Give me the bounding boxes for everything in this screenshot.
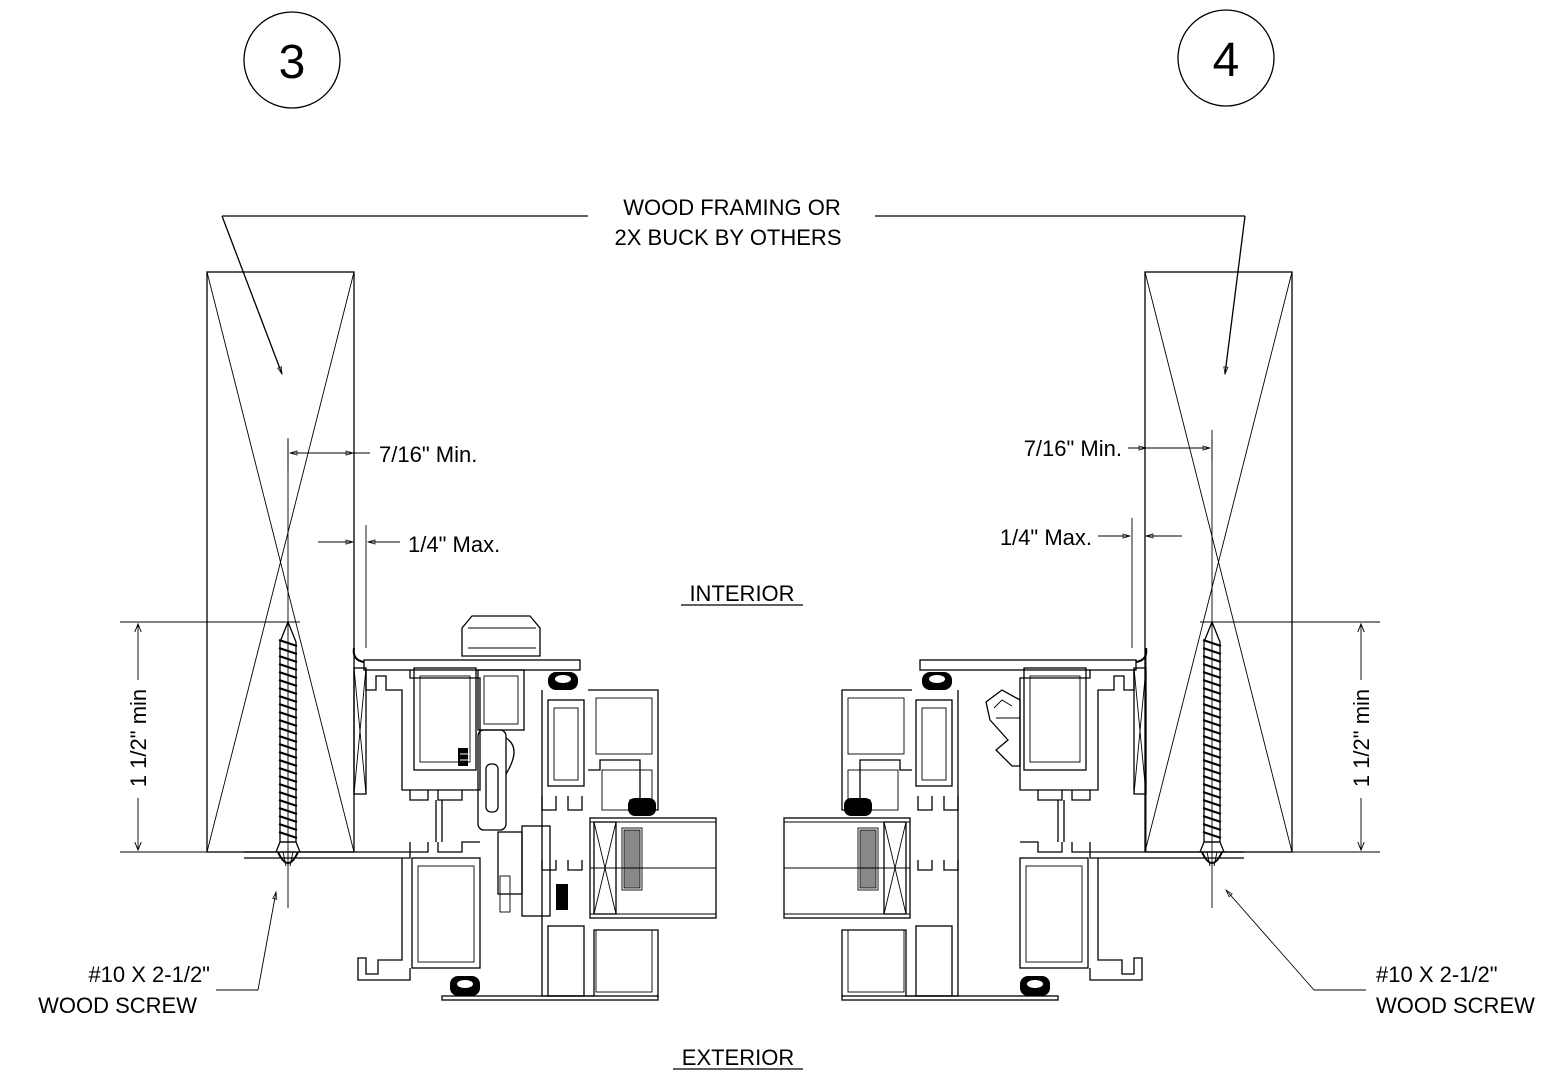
dimension-1-4-right: 1/4" Max. [1000, 518, 1182, 648]
dimension-7-16-right: 7/16" Min. [1024, 430, 1213, 462]
screw-callout-right-line2: WOOD SCREW [1376, 993, 1535, 1018]
dimension-1-1-2-right: 1 1/2" min [1200, 621, 1380, 853]
dimension-label-1-1-2-left: 1 1/2" min [126, 689, 151, 787]
frame-section-right [783, 647, 1244, 1001]
screw-callout-left: #10 X 2-1/2" WOOD SCREW [38, 890, 278, 1018]
screw-callout-right-line1: #10 X 2-1/2" [1376, 962, 1498, 987]
framing-note-line2: 2X BUCK BY OTHERS [615, 225, 842, 250]
screw-callout-left-line1: #10 X 2-1/2" [88, 962, 210, 987]
dimension-label-1-4-right: 1/4" Max. [1000, 525, 1092, 550]
wood-screw-right [1199, 440, 1225, 908]
screw-callout-left-line2: WOOD SCREW [38, 993, 197, 1018]
dimension-1-4-left: 1/4" Max. [318, 525, 500, 648]
dimension-1-1-2-left: 1 1/2" min [120, 621, 300, 853]
detail-bubble-4: 4 [1177, 9, 1275, 107]
leader-arrow-left [221, 215, 283, 376]
dimension-7-16-left: 7/16" Min. [287, 438, 477, 470]
leader-arrow-right [1223, 215, 1246, 376]
frame-section-left [244, 615, 717, 1001]
dimension-label-7-16-left: 7/16" Min. [379, 442, 477, 467]
interior-label: INTERIOR [689, 581, 794, 606]
wood-screw-left [275, 440, 301, 908]
interior-label-group: INTERIOR [681, 581, 803, 606]
dimension-label-1-1-2-right: 1 1/2" min [1349, 689, 1374, 787]
framing-note: WOOD FRAMING OR 2X BUCK BY OTHERS [221, 195, 1246, 376]
detail-number-3: 3 [279, 36, 306, 89]
detail-number-4: 4 [1213, 34, 1240, 87]
detail-bubble-3: 3 [243, 11, 341, 109]
framing-note-line1: WOOD FRAMING OR [623, 195, 841, 220]
screw-callout-right: #10 X 2-1/2" WOOD SCREW [1225, 889, 1535, 1018]
exterior-label: EXTERIOR [682, 1045, 794, 1070]
dimension-label-7-16-right: 7/16" Min. [1024, 436, 1122, 461]
dimension-label-1-4-left: 1/4" Max. [408, 532, 500, 557]
exterior-label-group: EXTERIOR [673, 1045, 803, 1070]
